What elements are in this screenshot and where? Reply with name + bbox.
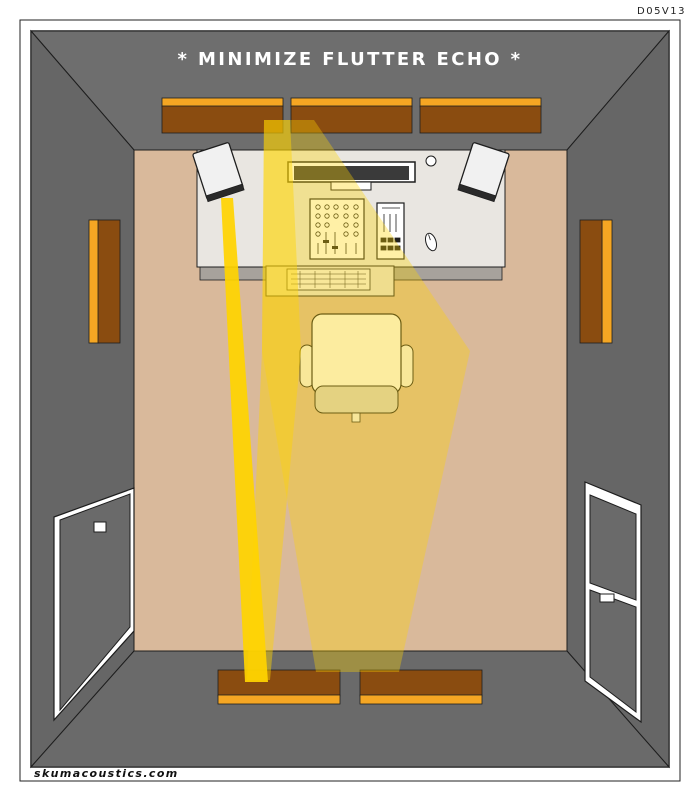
page-title: * MINIMIZE FLUTTER ECHO *: [177, 49, 523, 70]
speaker-front: [205, 183, 245, 203]
acoustic-panel: [97, 219, 121, 344]
door-handle: [599, 593, 615, 603]
reflection-ray: [247, 120, 301, 680]
door-panel-upper: [589, 494, 637, 601]
monitor-stand: [330, 181, 372, 191]
left-monitor-speaker: [192, 142, 245, 203]
reflection-ray: [262, 120, 470, 672]
door-panel-lower: [589, 589, 637, 714]
acoustic-panel: [217, 669, 341, 697]
direct-ray: [221, 198, 268, 682]
acoustic-panel: [88, 219, 100, 344]
acoustic-panel: [359, 669, 483, 697]
left-wall-panel: [88, 219, 121, 344]
desk: [196, 149, 506, 297]
sound-reflections: [221, 120, 470, 682]
right-monitor-speaker: [457, 142, 510, 203]
mixer-knobs: [315, 204, 359, 254]
chair-icon: [299, 313, 414, 423]
footer-brand: skumacoustics.com: [34, 767, 179, 780]
right-wall-panel: [579, 219, 613, 344]
cable-grommet: [425, 155, 437, 167]
acoustic-panel: [579, 219, 603, 344]
keyboard-keys: [291, 271, 366, 288]
acoustic-panel: [161, 105, 284, 134]
mouse-icon: [424, 232, 438, 252]
drawing-code: D05V13: [637, 6, 686, 17]
left-door: [53, 487, 135, 722]
acoustic-panel: [601, 219, 613, 344]
acoustic-panel: [359, 694, 483, 705]
speaker-front: [457, 183, 497, 203]
fader-strips: [380, 207, 401, 251]
acoustic-panel: [217, 694, 341, 705]
monitor-bezel: [294, 166, 409, 180]
mixer-fader-caps: [323, 240, 338, 249]
front-wall-panels: [217, 669, 483, 705]
right-door: [584, 481, 642, 724]
back-wall-panels: [161, 97, 542, 134]
door-handle: [93, 521, 107, 533]
chair-caster: [351, 412, 361, 423]
acoustic-panel: [419, 105, 542, 134]
acoustic-panel: [290, 105, 413, 134]
door-panel: [59, 493, 131, 712]
